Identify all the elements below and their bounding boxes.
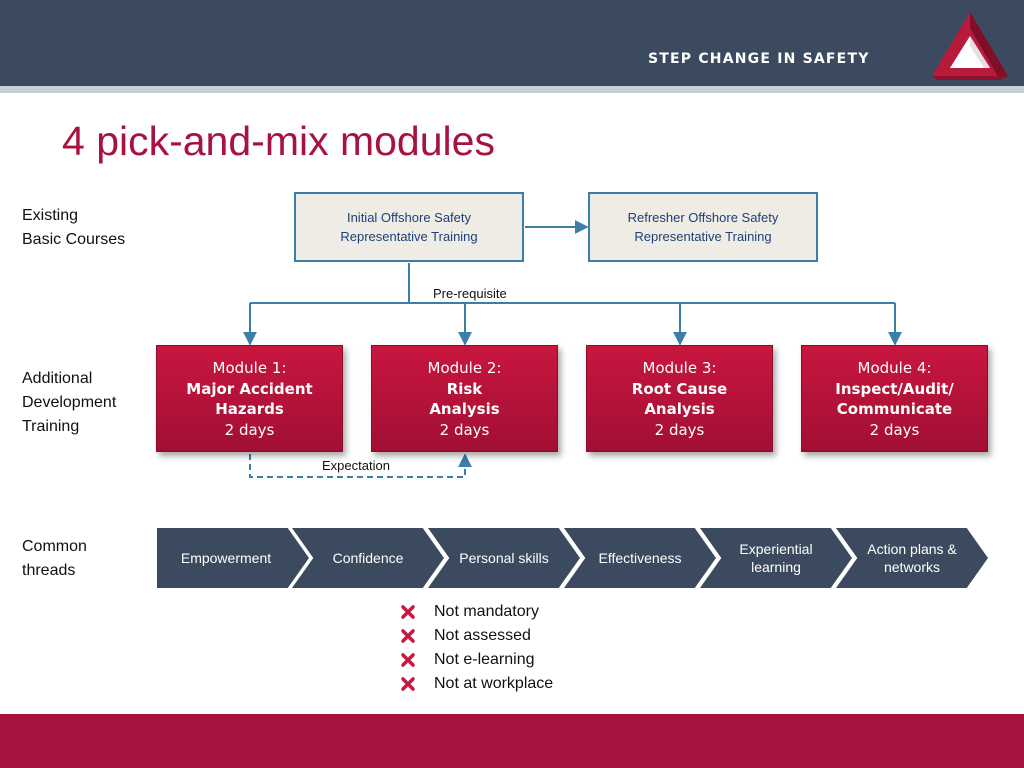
thread-label: Effectiveness [598, 550, 682, 566]
thread-label: Personal skills [459, 550, 549, 566]
list-item-text: Not at workplace [434, 675, 554, 692]
module-name: Hazards [215, 400, 284, 418]
prerequisite-label: Pre-requisite [433, 286, 507, 301]
module-duration: 2 days [869, 420, 920, 439]
module-name: Major Accident [186, 379, 313, 398]
module-number: Module 3: [642, 359, 717, 377]
list-item: Not mandatory [400, 600, 553, 624]
module-number: Module 4: [857, 359, 932, 377]
row-label-existing: Existing Basic Courses [22, 204, 125, 252]
list-item: Not at workplace [400, 672, 553, 696]
row-label-line: threads [22, 562, 76, 579]
footer-bar [0, 714, 1024, 768]
list-item: Not assessed [400, 624, 553, 648]
row-label-line: Common [22, 538, 87, 555]
thread-label: Action plans & [867, 541, 957, 557]
module-name: Analysis [644, 400, 715, 418]
refresher-osr-training-box: Refresher Offshore Safety Representative… [588, 192, 818, 262]
module-duration: 2 days [224, 420, 275, 439]
row-label-line: Development [22, 394, 117, 411]
row-label-common: Common threads [22, 535, 87, 583]
thread-label: learning [751, 559, 801, 575]
header-bar [0, 0, 1024, 86]
list-item-text: Not assessed [434, 627, 531, 644]
module-name: Root Cause [631, 379, 728, 398]
red-cross-icon [401, 653, 415, 667]
row-label-line: Basic Courses [22, 231, 126, 248]
not-list: Not mandatory Not assessed Not e-learnin… [400, 600, 553, 696]
thread-effectiveness: Effectiveness [564, 528, 716, 588]
module-number: Module 2: [427, 359, 502, 377]
module-name: Analysis [429, 400, 500, 418]
list-item-text: Not e-learning [434, 651, 535, 668]
row-label-additional: Additional Development Training [22, 367, 116, 439]
box-label-line: Initial Offshore Safety [346, 210, 472, 225]
brand-tagline: STEP CHANGE IN SAFETY [648, 51, 870, 67]
red-triangle-logo-icon [932, 12, 1008, 80]
thread-label: Confidence [332, 550, 404, 566]
red-cross-icon [401, 677, 415, 691]
row-label-line: Training [22, 418, 80, 435]
red-cross-icon [401, 629, 415, 643]
module-name: Risk [446, 379, 483, 398]
module-name: Communicate [836, 400, 953, 418]
module-duration: 2 days [654, 420, 705, 439]
thread-experiential-learning: Experiential learning [700, 528, 852, 588]
box-label-line: Refresher Offshore Safety [627, 210, 779, 225]
thread-label: Empowerment [180, 550, 272, 566]
module-1-card: Module 1: Major Accident Hazards 2 days [156, 345, 343, 452]
thread-action-plans-networks: Action plans & networks [836, 528, 988, 588]
list-item: Not e-learning [400, 648, 553, 672]
initial-osr-training-box: Initial Offshore Safety Representative T… [294, 192, 524, 262]
expectation-label: Expectation [322, 458, 390, 473]
module-number: Module 1: [212, 359, 287, 377]
thread-empowerment: Empowerment [157, 528, 309, 588]
module-name: Inspect/Audit/ [835, 379, 954, 398]
page-title: 4 pick-and-mix modules [62, 118, 495, 164]
module-4-card: Module 4: Inspect/Audit/ Communicate 2 d… [801, 345, 988, 452]
list-item-text: Not mandatory [434, 603, 539, 620]
thread-label: Experiential [739, 541, 813, 557]
row-label-line: Existing [22, 207, 79, 224]
box-label-line: Representative Training [634, 229, 772, 244]
header-divider [0, 86, 1024, 93]
box-label-line: Representative Training [340, 229, 478, 244]
module-2-card: Module 2: Risk Analysis 2 days [371, 345, 558, 452]
expectation-dashed-arrow [249, 453, 472, 478]
module-3-card: Module 3: Root Cause Analysis 2 days [586, 345, 773, 452]
thread-personal-skills: Personal skills [428, 528, 580, 588]
thread-confidence: Confidence [292, 528, 444, 588]
module-duration: 2 days [439, 420, 490, 439]
row-label-line: Additional [22, 370, 93, 387]
thread-label: networks [883, 559, 941, 575]
red-cross-icon [401, 605, 415, 619]
